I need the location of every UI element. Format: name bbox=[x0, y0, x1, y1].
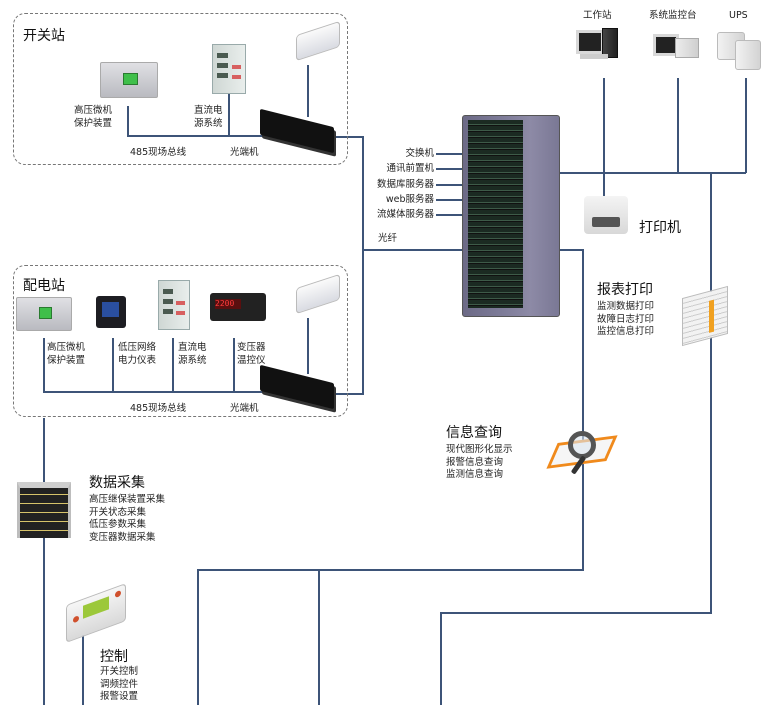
fiber-label: 光纤 bbox=[378, 233, 398, 244]
data-collection-item: 高压继保装置采集 bbox=[89, 494, 166, 505]
rack-component-switch: 交换机 bbox=[405, 148, 434, 159]
rack-component-db-server: 数据库服务器 bbox=[376, 179, 434, 190]
dc-power-label: 直流电 源系统 bbox=[178, 342, 207, 366]
report-print-item: 监控信息打印 bbox=[597, 326, 655, 337]
control-item: 报警设置 bbox=[100, 691, 139, 702]
switch-station-group bbox=[13, 13, 348, 165]
hv-protection-device-label: 高压微机 保护装置 bbox=[74, 105, 113, 129]
distribution-bus-label: 485现场总线 bbox=[130, 403, 187, 414]
info-query-item: 现代图形化显示 bbox=[446, 444, 513, 455]
temperature-controller-icon: 2200 bbox=[210, 293, 266, 321]
data-collection-title: 数据采集 bbox=[89, 475, 145, 491]
distribution-optical-label: 光端机 bbox=[230, 403, 259, 414]
magnifier-book-icon bbox=[540, 425, 626, 475]
data-collection-item: 低压参数采集 bbox=[89, 519, 147, 530]
info-query-items: 现代图形化显示 报警信息查询 监测信息查询 bbox=[446, 444, 513, 482]
hv-protection-label: 高压微机 保护装置 bbox=[47, 342, 86, 366]
info-query-item: 报警信息查询 bbox=[446, 456, 504, 468]
ups-label: UPS bbox=[729, 10, 748, 21]
report-print-item: 故障日志打印 bbox=[597, 313, 655, 325]
data-collector-icon bbox=[17, 482, 71, 538]
control-items: 开关控制 调频控件 报警设置 bbox=[100, 666, 138, 704]
info-query-item: 监测信息查询 bbox=[446, 469, 504, 480]
led-display: 2200 bbox=[215, 299, 241, 309]
dc-power-label: 直流电 源系统 bbox=[194, 105, 223, 129]
data-collection-items: 高压继保装置采集 开关状态采集 低压参数采集 变压器数据采集 bbox=[89, 494, 165, 544]
report-print-title: 报表打印 bbox=[597, 282, 653, 298]
server-rack-icon bbox=[462, 115, 560, 317]
switch-station-title: 开关站 bbox=[23, 28, 65, 44]
rack-component-comm-frontend: 通讯前置机 bbox=[386, 163, 434, 174]
transformer-temp-label: 变压器 温控仪 bbox=[237, 342, 266, 366]
info-query-title: 信息查询 bbox=[446, 425, 502, 441]
control-item: 调频控件 bbox=[100, 678, 139, 690]
dc-power-cabinet-icon bbox=[212, 44, 246, 94]
system-monitor-console-label: 系统监控台 bbox=[649, 10, 697, 21]
distribution-station-title: 配电站 bbox=[23, 278, 65, 294]
ups-icon bbox=[717, 28, 769, 70]
control-title: 控制 bbox=[100, 649, 128, 665]
hv-protection-device-icon bbox=[16, 297, 72, 331]
workstation-icon bbox=[576, 28, 626, 64]
rack-component-web-server: web服务器 bbox=[385, 194, 434, 205]
dc-power-cabinet-icon bbox=[158, 280, 190, 330]
report-print-item: 监测数据打印 bbox=[597, 301, 655, 312]
report-papers-icon bbox=[682, 285, 728, 347]
switch-optical-label: 光端机 bbox=[230, 147, 259, 158]
control-console-icon bbox=[66, 583, 126, 643]
report-print-items: 监测数据打印 故障日志打印 监控信息打印 bbox=[597, 301, 654, 339]
printer-label: 打印机 bbox=[639, 220, 681, 236]
switch-bus-label: 485现场总线 bbox=[130, 147, 187, 158]
rack-component-streaming-server: 流媒体服务器 bbox=[376, 209, 434, 220]
hv-protection-device-icon bbox=[100, 62, 158, 98]
power-meter-icon bbox=[96, 296, 126, 328]
meter-screen bbox=[102, 302, 119, 317]
data-collection-item: 变压器数据采集 bbox=[89, 531, 156, 543]
workstation-label: 工作站 bbox=[583, 10, 612, 21]
data-collection-item: 开关状态采集 bbox=[89, 506, 147, 518]
printer-icon bbox=[584, 196, 628, 234]
control-item: 开关控制 bbox=[100, 666, 139, 677]
distribution-station-group bbox=[13, 265, 348, 417]
monitor-console-icon bbox=[653, 30, 699, 60]
lv-power-meter-label: 低压网络 电力仪表 bbox=[118, 342, 157, 366]
